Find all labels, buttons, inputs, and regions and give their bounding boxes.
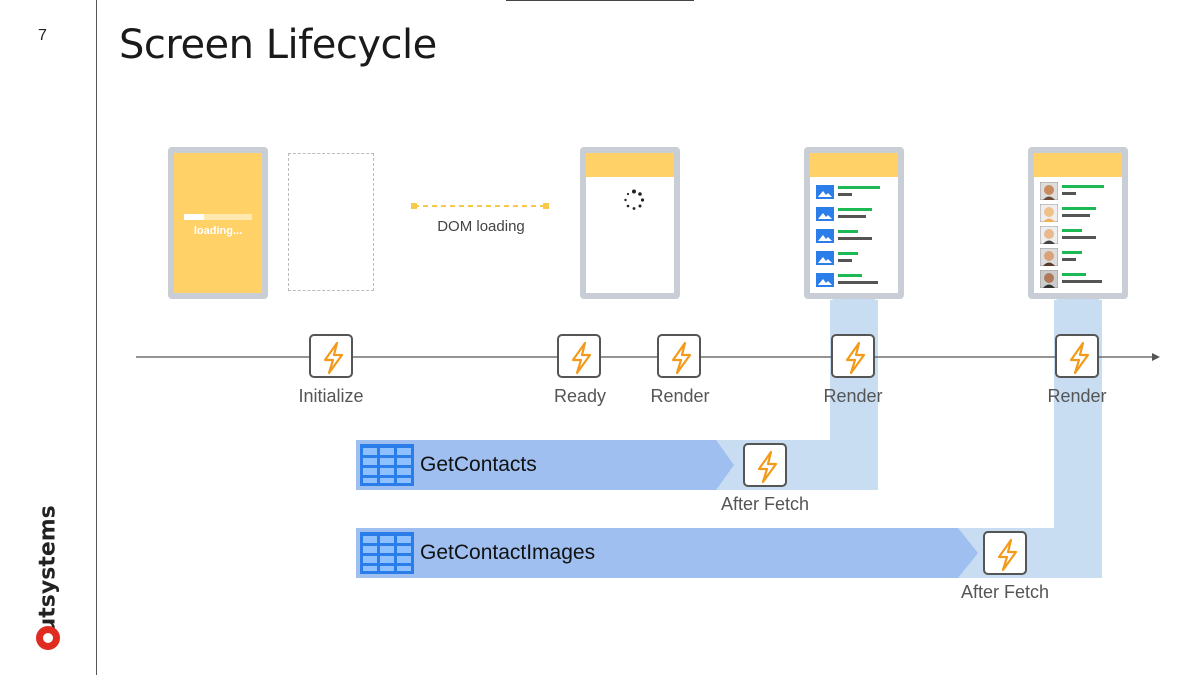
phone-loading: loading... (168, 147, 268, 299)
getcontactimages-arrow (356, 528, 978, 578)
phone-ready (580, 147, 680, 299)
render-flow-contacts-up (830, 300, 878, 490)
phone-contacts (804, 147, 904, 299)
image-icon (816, 185, 834, 199)
avatar-icon (1040, 248, 1058, 266)
avatar-icon (1040, 270, 1058, 288)
after-fetch-label: After Fetch (960, 582, 1050, 602)
dom-loading-label: DOM loading (437, 218, 525, 235)
render-event (657, 334, 701, 378)
phone-header (810, 153, 898, 177)
timeline-axis (136, 353, 1160, 361)
event-label-render: Render (823, 386, 883, 406)
image-icon (816, 207, 834, 221)
table-icon (360, 444, 414, 486)
lightning-icon (323, 341, 344, 375)
phone-header (1034, 153, 1122, 177)
lightning-icon (1069, 341, 1090, 375)
spinner-icon (624, 189, 645, 210)
lightning-icon (757, 450, 778, 484)
after-fetch-event (743, 443, 787, 487)
event-label-initialize: Initialize (298, 386, 364, 406)
phone-contacts-images (1028, 147, 1128, 299)
lightning-icon (571, 341, 592, 375)
slide-title: Screen Lifecycle (119, 22, 437, 68)
fetch-name-getcontactimages: GetContactImages (420, 541, 596, 564)
phone-header (586, 153, 674, 177)
after-fetch-label: After Fetch (720, 494, 810, 514)
loading-text: loading... (193, 225, 243, 237)
brand-logo-icon (36, 626, 60, 650)
avatar-icon (1040, 204, 1058, 222)
ready-event (557, 334, 601, 378)
fetch-name-getcontacts: GetContacts (420, 453, 537, 476)
dom-loading-line (411, 203, 549, 209)
top-rule (506, 0, 694, 1)
avatar-icon (1040, 226, 1058, 244)
lightning-icon (845, 341, 866, 375)
loading-progress-bar (184, 214, 252, 220)
render-event (831, 334, 875, 378)
sidebar-divider (96, 0, 97, 675)
initialize-event (309, 334, 353, 378)
phone-placeholder (288, 153, 374, 291)
lightning-icon (997, 538, 1018, 572)
event-label-render: Render (1047, 386, 1107, 406)
image-icon (816, 273, 834, 287)
image-icon (816, 229, 834, 243)
event-label-render: Render (650, 386, 710, 406)
render-event (1055, 334, 1099, 378)
image-icon (816, 251, 834, 265)
event-label-ready: Ready (553, 386, 607, 406)
slide-number: 7 (38, 27, 47, 44)
table-icon (360, 532, 414, 574)
getcontacts-arrow (356, 440, 734, 490)
avatar-icon (1040, 182, 1058, 200)
after-fetch-event (983, 531, 1027, 575)
lightning-icon (671, 341, 692, 375)
